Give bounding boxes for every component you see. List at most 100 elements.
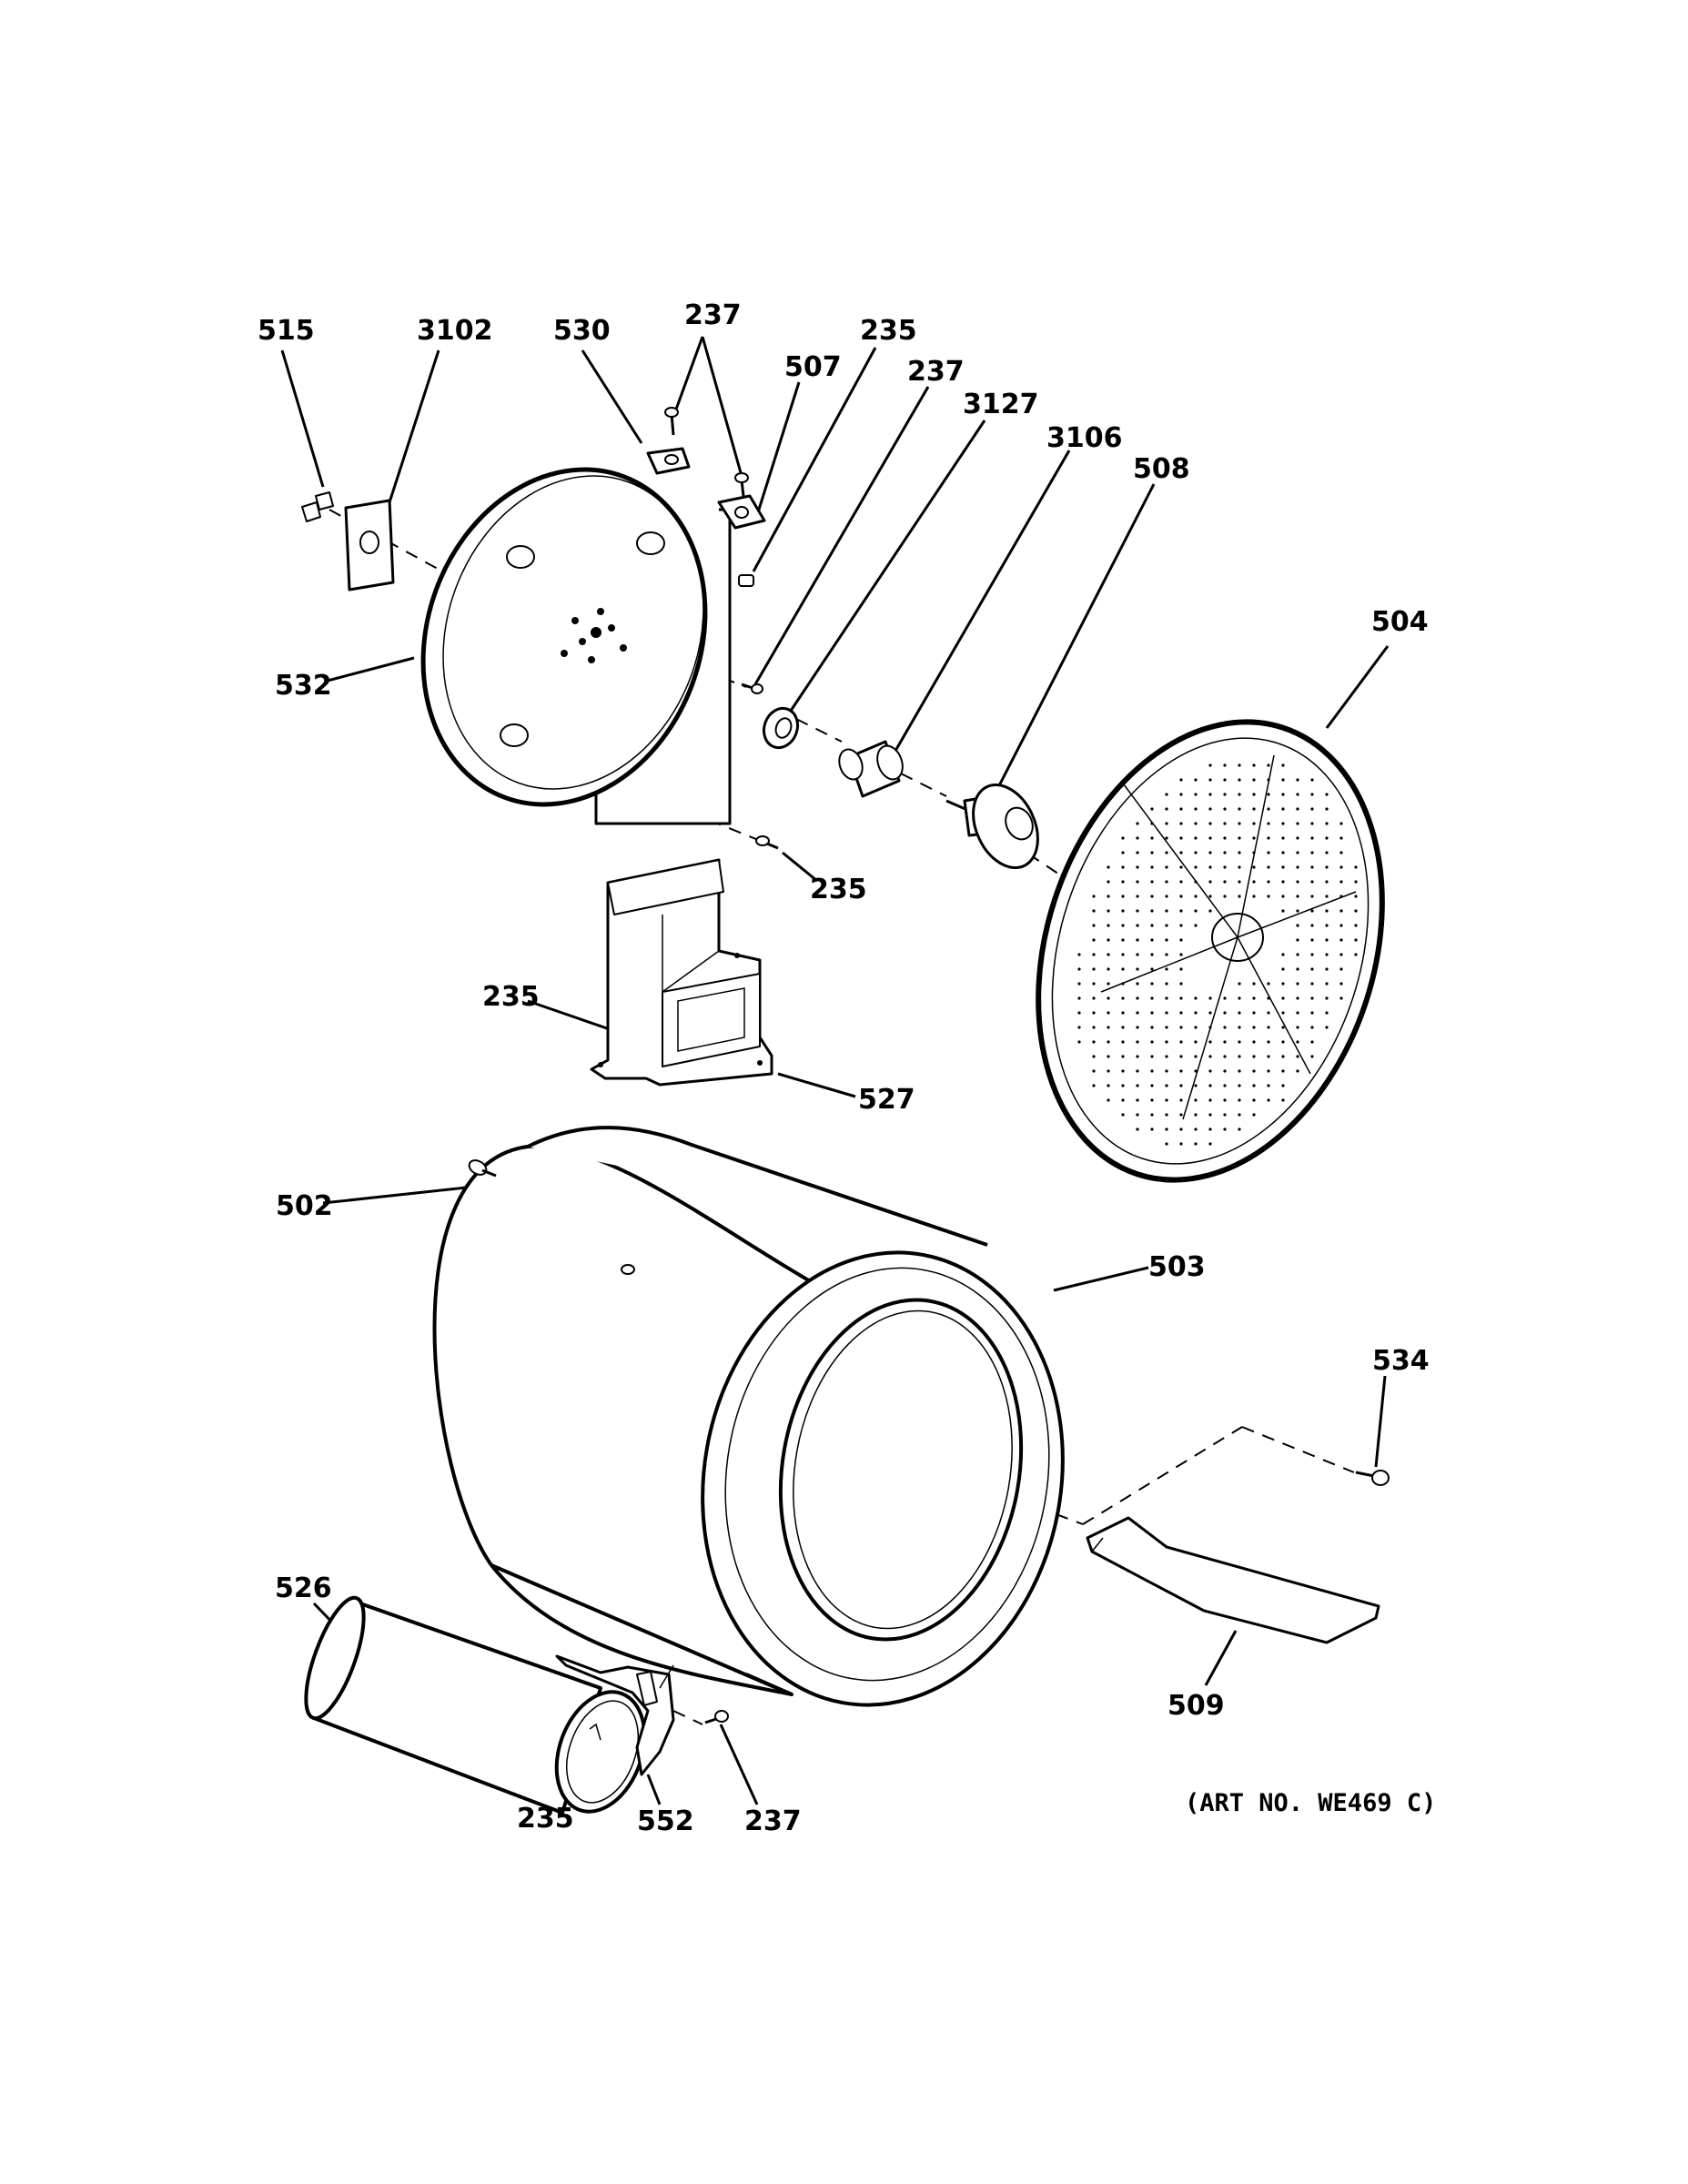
callout-507: 507 <box>784 351 842 383</box>
perforation-dot <box>1107 1055 1110 1058</box>
perforation-dot <box>1325 982 1329 986</box>
perforation-dot <box>1208 793 1212 796</box>
perforation-dot <box>1179 851 1183 854</box>
perforation-dot <box>1194 880 1198 884</box>
perforation-dot <box>1325 851 1329 854</box>
perforation-dot <box>1150 967 1154 971</box>
perforation-dot <box>1252 851 1256 854</box>
perforation-dot <box>1296 924 1299 927</box>
perforation-dot <box>1310 880 1314 884</box>
perforation-dot <box>1238 865 1241 869</box>
perforation-dot <box>1179 924 1183 927</box>
perforation-dot <box>1208 1084 1212 1087</box>
perforation-dot <box>1238 822 1241 825</box>
perforation-dot <box>1281 1069 1285 1073</box>
perforation-dot <box>1150 1069 1154 1073</box>
perforation-dot <box>1238 1011 1241 1015</box>
perforation-dot <box>1310 1040 1314 1044</box>
screw-502 <box>468 1159 497 1178</box>
perforation-dot <box>1165 1040 1168 1044</box>
perforation-dot <box>1281 836 1285 840</box>
perforation-dot <box>1281 763 1285 767</box>
perforation-dot <box>1296 865 1299 869</box>
perforation-dot <box>1223 822 1227 825</box>
perforation-dot <box>1208 880 1212 884</box>
callout-237-heater: 237 <box>744 1805 802 1837</box>
perforation-dot <box>1238 1069 1241 1073</box>
perforation-dot <box>1121 1069 1125 1073</box>
perforation-dot <box>1354 865 1358 869</box>
screw-237-mid <box>734 472 749 497</box>
perforation-dot <box>1223 1113 1227 1117</box>
perforation-dot <box>1281 895 1285 898</box>
perforation-dot <box>1194 1098 1198 1102</box>
perforation-dot <box>1252 865 1256 869</box>
perforation-dot <box>1121 967 1125 971</box>
perforation-dot <box>1165 807 1168 811</box>
perforation-dot <box>1339 865 1343 869</box>
perforation-dot <box>1252 895 1256 898</box>
perforation-dot <box>1077 953 1081 956</box>
perforation-dot <box>1238 895 1241 898</box>
perforation-dot <box>1252 822 1256 825</box>
perforation-dot <box>1179 793 1183 796</box>
perforation-dot <box>1165 982 1168 986</box>
perforation-dot <box>1208 807 1212 811</box>
perforation-dot <box>1121 880 1125 884</box>
perforation-dot <box>1281 982 1285 986</box>
perforation-dot <box>1194 836 1198 840</box>
perforation-dot <box>1281 822 1285 825</box>
perforation-dot <box>1238 851 1241 854</box>
perforation-dot <box>1208 865 1212 869</box>
perforation-dot <box>1077 982 1081 986</box>
perforation-dot <box>1296 1055 1299 1058</box>
perforation-dot <box>1252 836 1256 840</box>
perforation-dot <box>1179 1084 1183 1087</box>
perforation-dot <box>1252 778 1256 782</box>
perforation-dot <box>1223 1098 1227 1102</box>
callout-532: 532 <box>275 670 332 702</box>
perforation-dot <box>1339 996 1343 1000</box>
perforation-dot <box>1252 1055 1256 1058</box>
perforation-dot <box>1150 1098 1154 1102</box>
perforation-dot <box>1252 807 1256 811</box>
perforation-dot <box>1325 967 1329 971</box>
perforation-dot <box>1194 793 1198 796</box>
perforation-dot <box>1121 865 1125 869</box>
perforation-dot <box>1325 895 1329 898</box>
perforation-dot <box>1165 1026 1168 1029</box>
perforation-dot <box>1179 1113 1183 1117</box>
perforation-dot <box>1165 836 1168 840</box>
screw-237-heater <box>704 1710 729 1724</box>
perforation-dot <box>1121 1055 1125 1058</box>
perforation-dot <box>1252 1011 1256 1015</box>
perforation-dot <box>1281 865 1285 869</box>
perforation-dot <box>1179 836 1183 840</box>
perforation-dot <box>1165 953 1168 956</box>
perforation-dot <box>1339 822 1343 825</box>
perforation-dot <box>1296 996 1299 1000</box>
perforation-dot <box>1194 909 1198 913</box>
perforation-dot <box>1310 836 1314 840</box>
perforation-dot <box>1267 822 1270 825</box>
part-508-hub <box>945 783 1039 870</box>
perforation-dot <box>1223 851 1227 854</box>
perforation-dot <box>1136 1098 1139 1102</box>
perforation-dot <box>1310 793 1314 796</box>
perforation-dot <box>1165 1127 1168 1131</box>
callout-515: 515 <box>258 315 315 347</box>
perforation-dot <box>1223 1127 1227 1131</box>
perforation-dot <box>1077 996 1081 1000</box>
perforation-dot <box>1296 938 1299 942</box>
perforation-dot <box>1092 967 1096 971</box>
perforation-dot <box>1325 880 1329 884</box>
perforation-dot <box>1136 1127 1139 1131</box>
perforation-dot <box>1208 1069 1212 1073</box>
perforation-dot <box>1238 793 1241 796</box>
callout-3102: 3102 <box>417 315 493 347</box>
perforation-dot <box>1179 938 1183 942</box>
perforation-dot <box>1339 909 1343 913</box>
perforation-dot <box>1179 1040 1183 1044</box>
perforation-dot <box>1296 953 1299 956</box>
perforation-dot <box>1077 1040 1081 1044</box>
